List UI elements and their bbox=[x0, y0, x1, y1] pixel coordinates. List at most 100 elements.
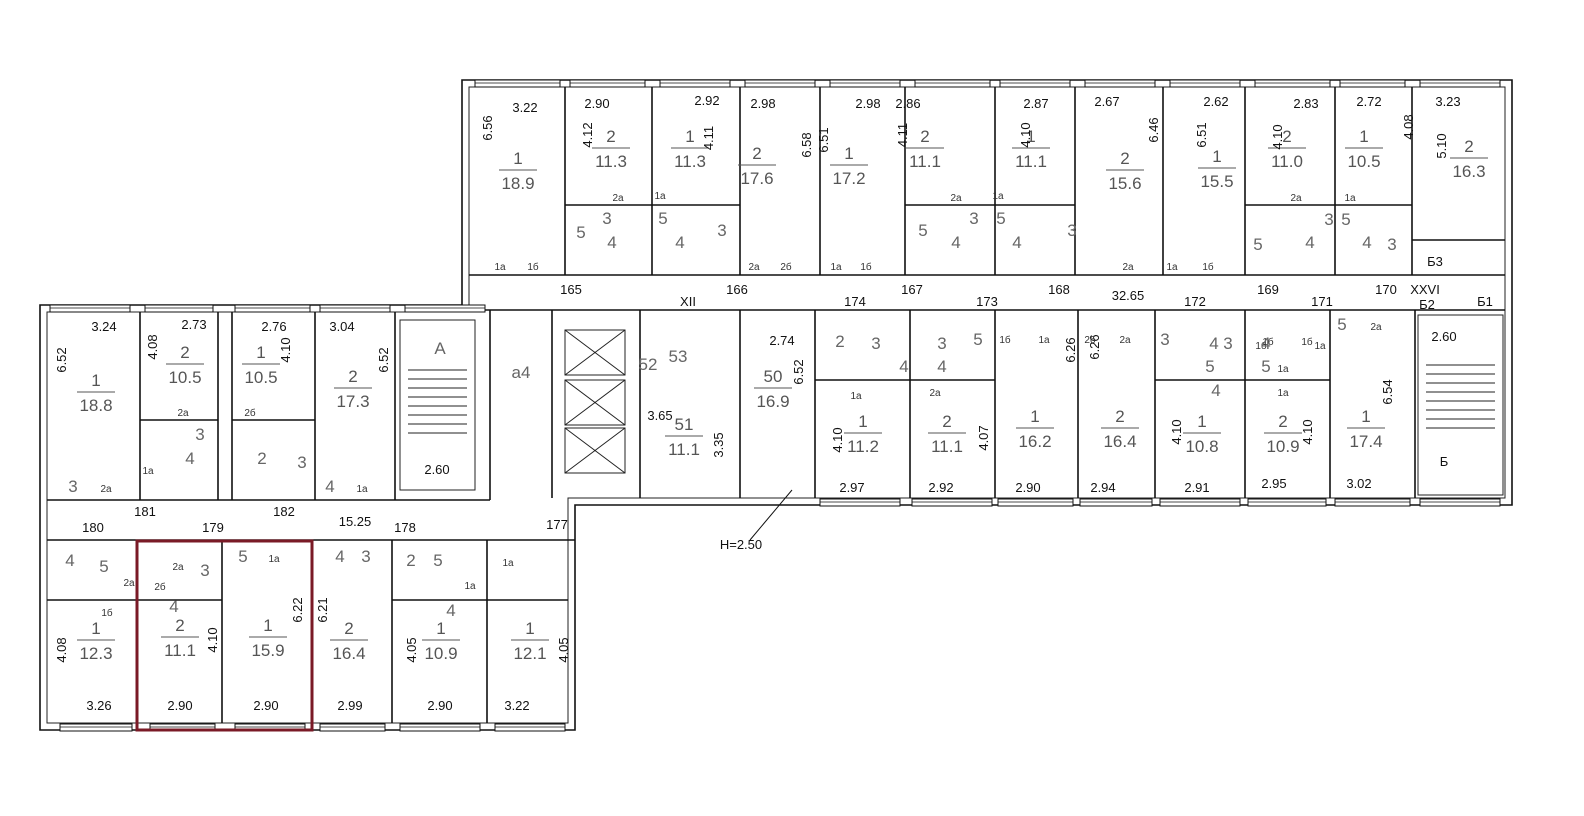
fixture-label: 1а bbox=[1277, 364, 1289, 375]
fixture-label: 2а bbox=[123, 578, 135, 589]
fixture-label: 4 bbox=[1209, 334, 1218, 353]
window bbox=[819, 498, 901, 507]
room-depth: 6.22 bbox=[290, 597, 305, 622]
window bbox=[999, 79, 1071, 88]
window bbox=[1079, 498, 1153, 507]
fixture-label: 2б bbox=[1084, 334, 1096, 346]
apartment-number: 172 bbox=[1184, 294, 1206, 309]
window bbox=[234, 304, 311, 313]
label-b2: Б2 bbox=[1419, 297, 1435, 312]
fixture-label: 3 bbox=[717, 221, 726, 240]
room-depth: 4.10 bbox=[205, 627, 220, 652]
fixture-label: 3 bbox=[1387, 235, 1396, 254]
room-depth: 6.52 bbox=[54, 347, 69, 372]
window bbox=[569, 79, 646, 88]
fixture-label: 1а bbox=[356, 484, 368, 495]
fixture-label: 2б bbox=[154, 581, 166, 593]
fixture-label: 4 bbox=[675, 233, 684, 252]
fixture-label: 5 bbox=[1261, 357, 1270, 376]
room-area: 10.9 bbox=[1266, 437, 1299, 456]
windows bbox=[49, 79, 1501, 732]
apartment-number: 177 bbox=[546, 517, 568, 532]
room-depth: 4.10 bbox=[1169, 419, 1184, 444]
fixture-label: 3 bbox=[297, 453, 306, 472]
room-depth: 4.08 bbox=[1401, 114, 1416, 139]
room-depth: 4.05 bbox=[556, 637, 571, 662]
fixture-label: 2а bbox=[172, 562, 184, 573]
room-depth: 6.51 bbox=[1194, 122, 1209, 147]
room-depth: 6.54 bbox=[1380, 379, 1395, 404]
room-area: 10.5 bbox=[244, 368, 277, 387]
room-type: 2 bbox=[1282, 127, 1291, 146]
room-depth: 6.58 bbox=[799, 132, 814, 157]
apartment-number: 166 bbox=[726, 282, 748, 297]
room-width: 2.90 bbox=[1015, 480, 1040, 495]
elevator-cross bbox=[564, 427, 626, 474]
corridor-length: 15.25 bbox=[339, 514, 372, 529]
apartment-number: 179 bbox=[202, 520, 224, 535]
fixture-label: 3 bbox=[361, 547, 370, 566]
room-width: 3.22 bbox=[504, 698, 529, 713]
corridor-length: 32.65 bbox=[1112, 288, 1145, 303]
fixture-label: 4 bbox=[1261, 334, 1270, 353]
fixture-label: 5 bbox=[1253, 235, 1262, 254]
selected-apartment-highlight[interactable] bbox=[135, 539, 314, 732]
room-type: 1 bbox=[513, 149, 522, 168]
fixture-label: 5 bbox=[238, 547, 247, 566]
fixture-label: 2а bbox=[1290, 193, 1302, 204]
room-width: 3.02 bbox=[1346, 476, 1371, 491]
room-depth: 4.10 bbox=[830, 427, 845, 452]
fixture-label: 1а bbox=[1038, 335, 1050, 346]
stair-width: 2.60 bbox=[1431, 329, 1456, 344]
label-a4: а4 bbox=[512, 363, 531, 382]
apartment-number: 181 bbox=[134, 504, 156, 519]
room-area: 17.6 bbox=[740, 169, 773, 188]
elevator-shaft bbox=[564, 329, 626, 376]
room-type: 1 bbox=[1361, 407, 1370, 426]
outer-wall-inner bbox=[46, 86, 1506, 724]
fixture-label: 4 bbox=[1305, 233, 1314, 252]
room-depth: 4.10 bbox=[278, 337, 293, 362]
window bbox=[1169, 79, 1241, 88]
room-type: 1 bbox=[263, 616, 272, 635]
apartment-number: 174 bbox=[844, 294, 866, 309]
room-type: 1 bbox=[256, 343, 265, 362]
room-type: 2 bbox=[1115, 407, 1124, 426]
apartment-number: 169 bbox=[1257, 282, 1279, 297]
room-width: 2.97 bbox=[839, 480, 864, 495]
room-area: 11.3 bbox=[595, 152, 627, 171]
room-width: 2.94 bbox=[1090, 480, 1115, 495]
fixture-label: 2а bbox=[748, 262, 760, 273]
fixture-label: 1а bbox=[502, 558, 514, 569]
fixture-label: 2 bbox=[257, 449, 266, 468]
fixture-label: 2а bbox=[177, 408, 189, 419]
fixture-label: 2б bbox=[244, 407, 256, 419]
room-type: 1 bbox=[91, 619, 100, 638]
room-width: 3.23 bbox=[1435, 94, 1460, 109]
room-depth: 4.05 bbox=[404, 637, 419, 662]
fixture-label: 1а bbox=[1277, 388, 1289, 399]
fixture-label: 4 bbox=[607, 233, 616, 252]
apartment-number: 180 bbox=[82, 520, 104, 535]
window bbox=[399, 723, 481, 732]
room-type: 2 bbox=[1120, 149, 1129, 168]
window bbox=[404, 304, 486, 313]
room-area: 11.3 bbox=[674, 152, 706, 171]
room-width: 3.24 bbox=[91, 319, 116, 334]
room-width: 2.73 bbox=[181, 317, 206, 332]
room-type: 2 bbox=[1278, 412, 1287, 431]
fixture-label: 1б bbox=[1301, 336, 1313, 348]
fixture-label: 2а bbox=[1122, 262, 1134, 273]
room-type: 1 bbox=[436, 619, 445, 638]
fixture-label: 5 bbox=[1337, 315, 1346, 334]
label-xxvi: XXVI bbox=[1410, 282, 1440, 297]
fixture-label: 2а bbox=[612, 193, 624, 204]
room-depth: 6.56 bbox=[480, 115, 495, 140]
fixture-label: 4 bbox=[335, 547, 344, 566]
room-depth: 6.21 bbox=[315, 597, 330, 622]
fixture-label: 1б bbox=[999, 334, 1011, 346]
room-type: 1 bbox=[1359, 127, 1368, 146]
room-depth: 5.10 bbox=[1434, 133, 1449, 158]
fixture-label: 3 bbox=[200, 561, 209, 580]
